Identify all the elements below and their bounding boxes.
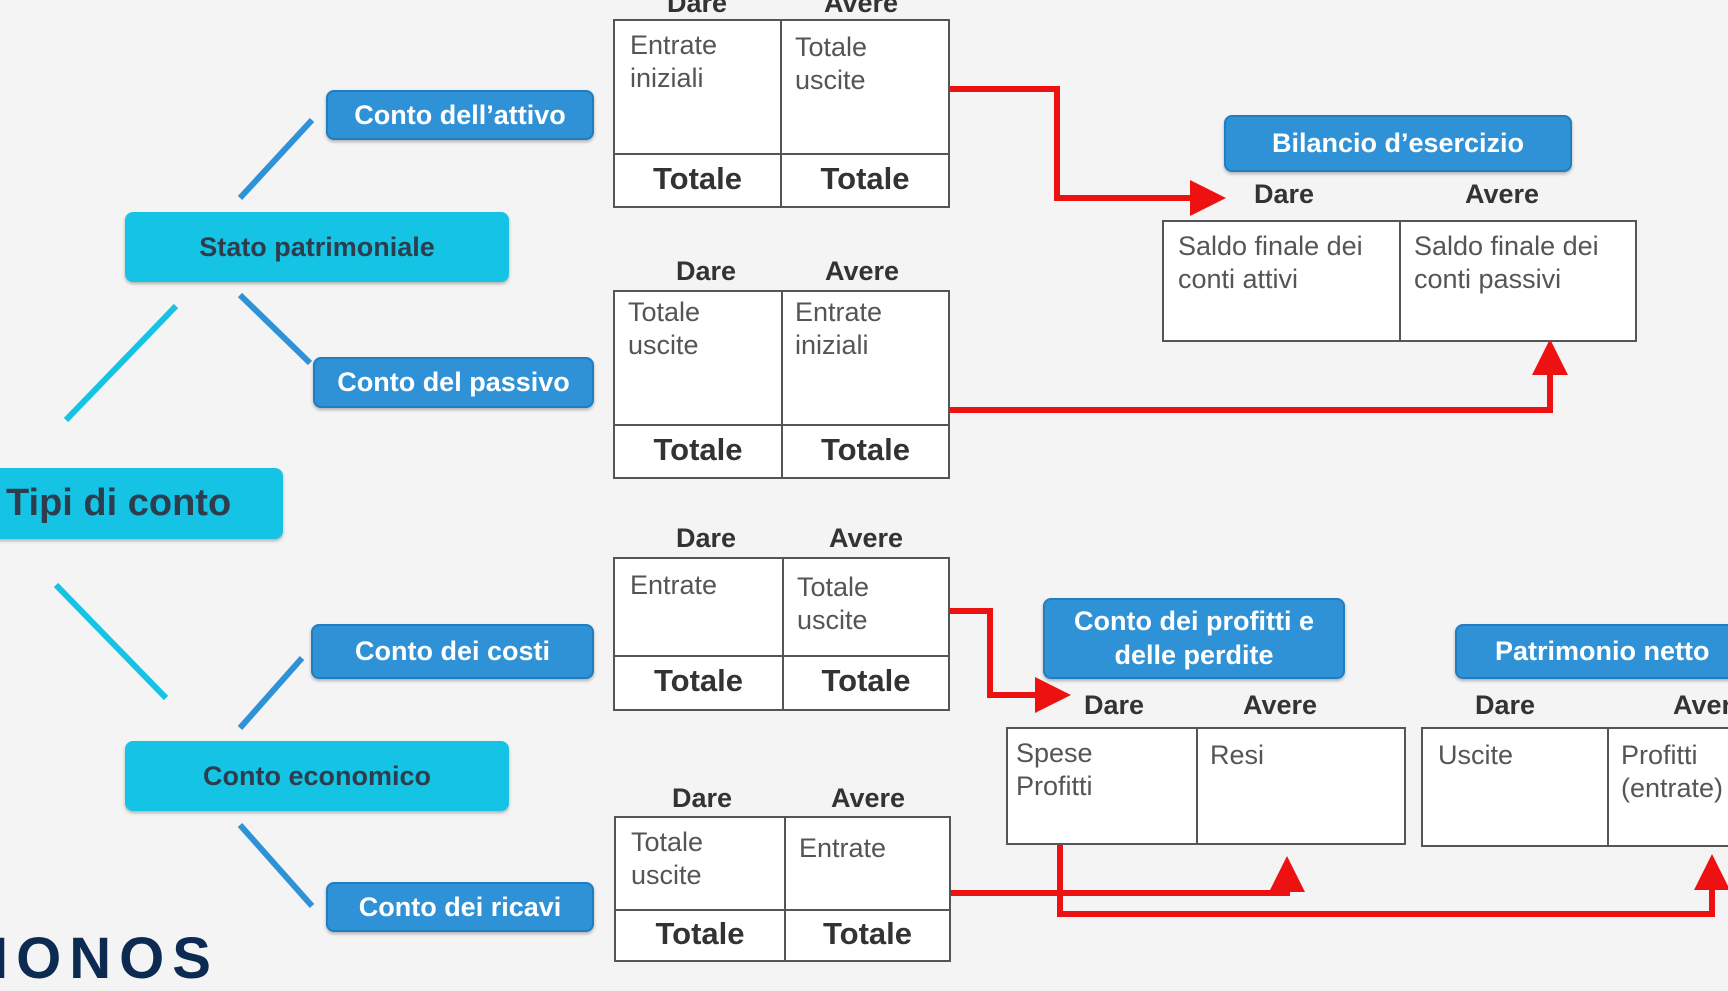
conto-passivo-node: Conto del passivo — [313, 357, 594, 408]
costi-avere-header: Avere — [828, 523, 904, 553]
account-table-attivo: Entrate iniziali Totale uscite Totale To… — [613, 19, 950, 208]
account-table-costi: Entrate Totale uscite Totale Totale — [613, 557, 950, 711]
connector-root-stato — [63, 303, 179, 423]
costi-dare-entry: Entrate — [630, 570, 718, 600]
conto-economico-node: Conto economico — [125, 741, 509, 811]
stato-patrimoniale-node: Stato patrimoniale — [125, 212, 509, 282]
attivo-avere-header: Avere — [823, 0, 899, 18]
passivo-dare-total: Totale — [653, 432, 743, 467]
patrimonio-netto-node: Patrimonio netto — [1455, 624, 1728, 679]
account-table-bilancio: Saldo finale dei conti attivi Saldo fina… — [1162, 220, 1637, 342]
patrimonio-avere-header: Avere — [1672, 690, 1728, 720]
patrimonio-dare-header: Dare — [1474, 690, 1536, 720]
profitti-dare-entry: Spese Profitti — [1016, 738, 1093, 801]
passivo-dare-header: Dare — [675, 256, 737, 286]
account-table-passivo: Totale uscite Entrate iniziali Totale To… — [613, 290, 950, 479]
attivo-avere-entry: Totale uscite — [795, 32, 868, 95]
ricavi-avere-total: Totale — [823, 916, 912, 951]
costi-avere-total: Totale — [821, 663, 911, 698]
profitti-avere-header: Avere — [1242, 690, 1318, 720]
ricavi-dare-header: Dare — [671, 783, 733, 813]
root-node-label: Tipi di conto — [6, 482, 232, 524]
connector-root-economico — [53, 582, 169, 701]
bilancio-esercizio-node: Bilancio d’esercizio — [1224, 115, 1572, 172]
ricavi-avere-header: Avere — [830, 783, 906, 813]
conto-costi-node: Conto dei costi — [311, 624, 594, 679]
profitti-perdite-node: Conto dei profitti e delle perdite — [1043, 598, 1345, 679]
account-table-ricavi: Totale uscite Entrate Totale Totale — [614, 816, 951, 962]
passivo-dare-entry: Totale uscite — [628, 297, 701, 360]
bilancio-dare-header: Dare — [1253, 179, 1315, 209]
costi-dare-total: Totale — [654, 663, 743, 698]
passivo-avere-entry: Entrate iniziali — [795, 297, 883, 360]
connector-stato-attivo — [237, 117, 315, 201]
flow-arrow-profitti-to-patrimonio — [1057, 815, 1728, 917]
account-table-profitti: Spese Profitti Resi — [1006, 727, 1406, 845]
costi-dare-header: Dare — [675, 523, 737, 553]
connector-stato-passivo — [237, 292, 313, 366]
ricavi-avere-entry: Entrate — [799, 833, 887, 863]
passivo-avere-header: Avere — [824, 256, 900, 286]
brand-logo: IONOS — [0, 926, 219, 991]
costi-avere-entry: Totale uscite — [797, 572, 870, 635]
passivo-avere-total: Totale — [821, 432, 910, 467]
account-table-patrimonio: Uscite Profitti (entrate) — [1421, 727, 1728, 847]
conto-attivo-node: Conto dell’attivo — [326, 90, 594, 140]
connector-economico-ricavi — [237, 823, 315, 908]
profitti-dare-header: Dare — [1083, 690, 1145, 720]
profitti-avere-entry: Resi — [1210, 740, 1265, 770]
bilancio-avere-header: Avere — [1464, 179, 1540, 209]
attivo-dare-entry: Entrate iniziali — [630, 30, 718, 93]
ricavi-dare-total: Totale — [655, 916, 745, 951]
patrimonio-dare-entry: Uscite — [1438, 740, 1514, 770]
attivo-dare-total: Totale — [653, 161, 742, 196]
bilancio-avere-entry: Saldo finale dei conti passivi — [1414, 231, 1599, 294]
conto-ricavi-node: Conto dei ricavi — [326, 882, 594, 932]
ricavi-dare-entry: Totale uscite — [631, 827, 704, 890]
bilancio-dare-entry: Saldo finale dei conti attivi — [1178, 231, 1363, 294]
attivo-dare-header: Dare — [666, 0, 728, 18]
attivo-avere-total: Totale — [820, 161, 910, 196]
connector-economico-costi — [237, 656, 305, 730]
patrimonio-avere-entry: Profitti (entrate) — [1621, 740, 1724, 803]
root-node: Tipi di conto — [0, 468, 283, 539]
flow-arrow-attivo-to-bilancio — [876, 86, 1226, 216]
